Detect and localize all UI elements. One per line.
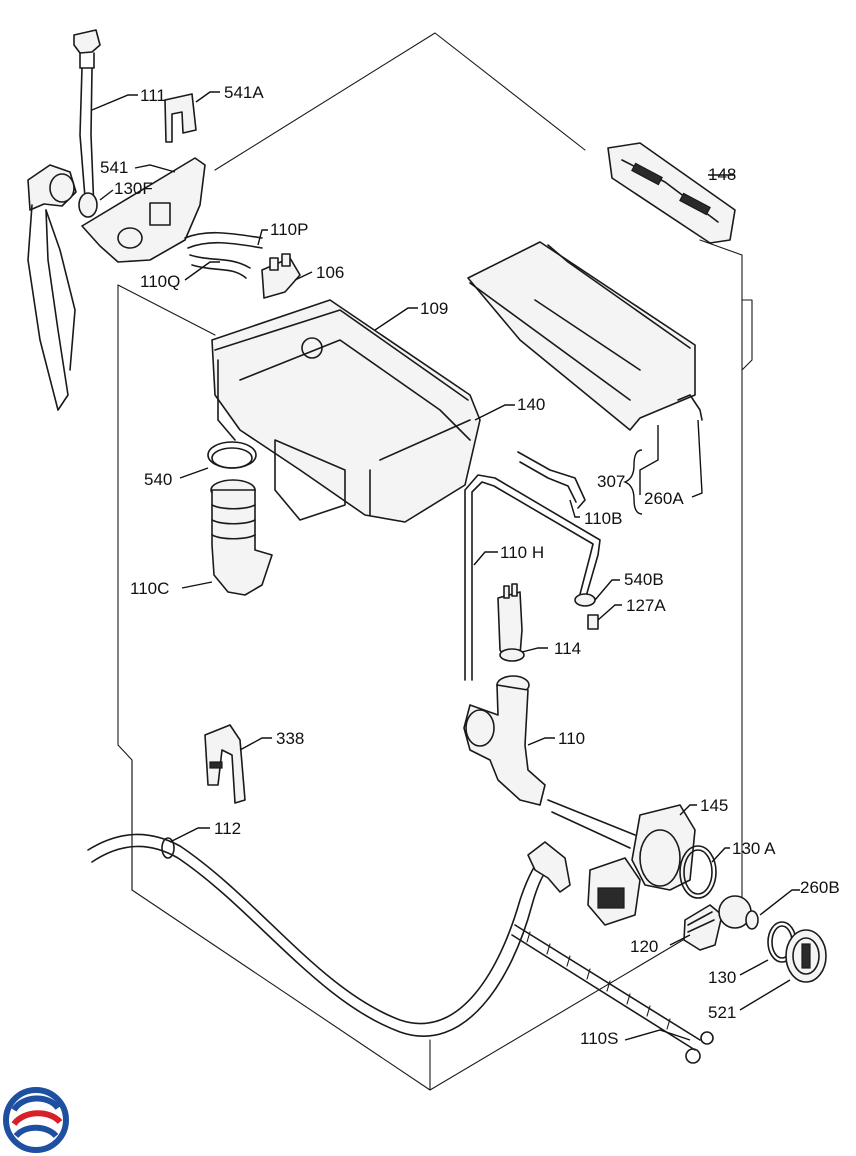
- label-110p: 110P: [270, 220, 308, 239]
- label-110s: 110S: [580, 1029, 618, 1048]
- label-148: 148: [708, 165, 736, 184]
- label-112: 112: [214, 819, 241, 838]
- plug-127a: [587, 614, 599, 630]
- hoses-110p-110q: [184, 231, 263, 279]
- brand-swirl-logo-icon: [3, 1087, 69, 1153]
- label-130: 130: [708, 968, 736, 987]
- brace-307: [623, 449, 643, 515]
- label-145: 145: [700, 796, 728, 815]
- label-140: 140: [517, 395, 545, 414]
- label-307: 307: [597, 472, 625, 491]
- label-110h: 110 H: [500, 543, 544, 562]
- label-127a: 127A: [626, 596, 666, 615]
- dispenser-handle-148: [607, 142, 736, 244]
- label-338: 338: [276, 729, 304, 748]
- drain-hose-112: [87, 833, 571, 1038]
- label-541a: 541A: [224, 83, 264, 102]
- tube-110h: [464, 474, 601, 681]
- pump-cover-521: [785, 929, 827, 983]
- label-260b: 260B: [800, 878, 840, 897]
- clip-541a: [164, 93, 197, 143]
- air-chamber-114: [497, 583, 525, 662]
- clamp-540b: [574, 593, 596, 607]
- bracket-541: [81, 157, 206, 263]
- sump-hose-110: [463, 675, 546, 806]
- label-109: 109: [420, 299, 448, 318]
- label-110: 110: [558, 729, 585, 748]
- label-110q: 110Q: [140, 272, 180, 291]
- pump-plug-260b: [745, 910, 759, 930]
- label-540b: 540B: [624, 570, 664, 589]
- drain-pump-145: [547, 799, 696, 926]
- label-110b: 110B: [584, 509, 622, 528]
- clip-338: [204, 724, 246, 804]
- label-521: 521: [708, 1003, 736, 1022]
- hose-110b: [517, 451, 586, 509]
- inlet-elbow-130f: [27, 164, 98, 411]
- label-130f: 130F: [114, 179, 153, 198]
- label-130a: 130 A: [732, 839, 776, 858]
- pump-gasket-130a: [679, 845, 717, 899]
- inlet-hose-111: [73, 29, 101, 211]
- valve-106: [261, 253, 301, 299]
- label-114: 114: [554, 639, 581, 658]
- label-111: 111: [140, 86, 166, 105]
- leader-lines: [91, 91, 800, 1041]
- pump-filter-120: [683, 895, 752, 951]
- label-110c: 110C: [130, 579, 169, 598]
- label-541: 541: [100, 158, 128, 177]
- detergent-housing-109-140: [211, 299, 481, 523]
- label-120: 120: [630, 937, 658, 956]
- label-106: 106: [316, 263, 344, 282]
- part-labels: 111 541A 541 130F 110P 110Q 106 109 148 …: [100, 83, 840, 1048]
- dispenser-drawer-307: [467, 241, 703, 431]
- label-540: 540: [144, 470, 172, 489]
- hose-clamp-540: [207, 441, 257, 469]
- bellows-hose-110c: [210, 479, 273, 596]
- label-260a: 260A: [644, 489, 684, 508]
